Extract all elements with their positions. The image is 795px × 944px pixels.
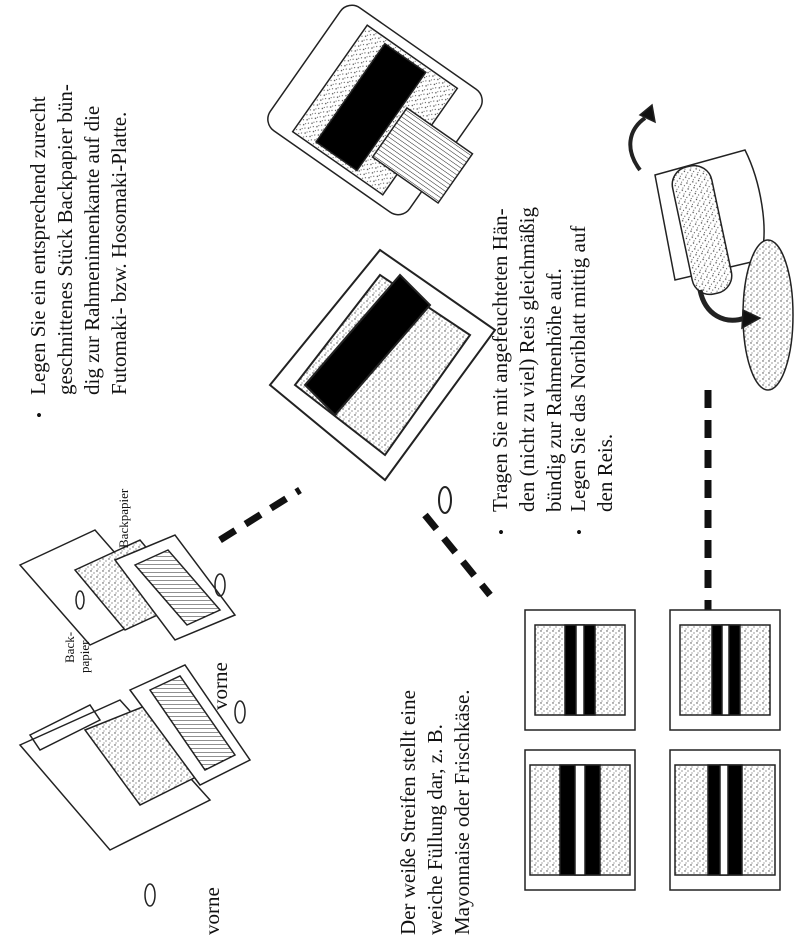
instruction1-line-2: geschnittenes Stück Backpapier bün- (53, 84, 78, 395)
instruction1-line-3: dig zur Rahmeninnenkante auf die (80, 106, 105, 395)
bullet-1: • (30, 412, 50, 418)
instruction2-line-1: Tragen Sie mit angefeuchteten Hän- (488, 208, 513, 512)
label-vorne-1: vorne (200, 887, 225, 935)
instruction1-line-1: Legen Sie ein entsprechend zurecht (26, 96, 51, 395)
instruction3-line-2: den Reis. (593, 434, 618, 512)
frame-variants-grid (525, 610, 780, 890)
instruction2-line-3: bündig zur Rahmenhöhe auf. (542, 268, 567, 512)
label-backpapier: Backpapier (116, 489, 131, 548)
bullet-3: • (570, 529, 590, 535)
instruction1-line-4: Futomaki- bzw. Hosomaki-Platte. (107, 112, 132, 395)
filling-text-line-3: Mayonnaise oder Frischkäse. (450, 689, 475, 935)
label-papier: papier (77, 641, 92, 673)
bullet-2: • (492, 529, 512, 535)
label-vorne-2: vorne (208, 662, 233, 710)
dashed-connector-top (220, 490, 300, 540)
filling-text-line-1: Der weiße Streifen stellt eine (396, 690, 421, 935)
dashed-connector-bottom (425, 515, 490, 595)
instruction3-line-1: Legen Sie das Noriblatt mittig auf (566, 226, 591, 512)
frame-on-mat-small (262, 0, 487, 220)
instruction2-line-2: den (nicht zu viel) Reis gleichmäßig (515, 207, 540, 512)
filling-text-line-2: weiche Füllung dar, z. B. (423, 724, 448, 935)
label-back: Back- (62, 632, 77, 663)
frame-with-nori-large (270, 250, 495, 513)
rolling-sushi-drawing (630, 105, 793, 390)
